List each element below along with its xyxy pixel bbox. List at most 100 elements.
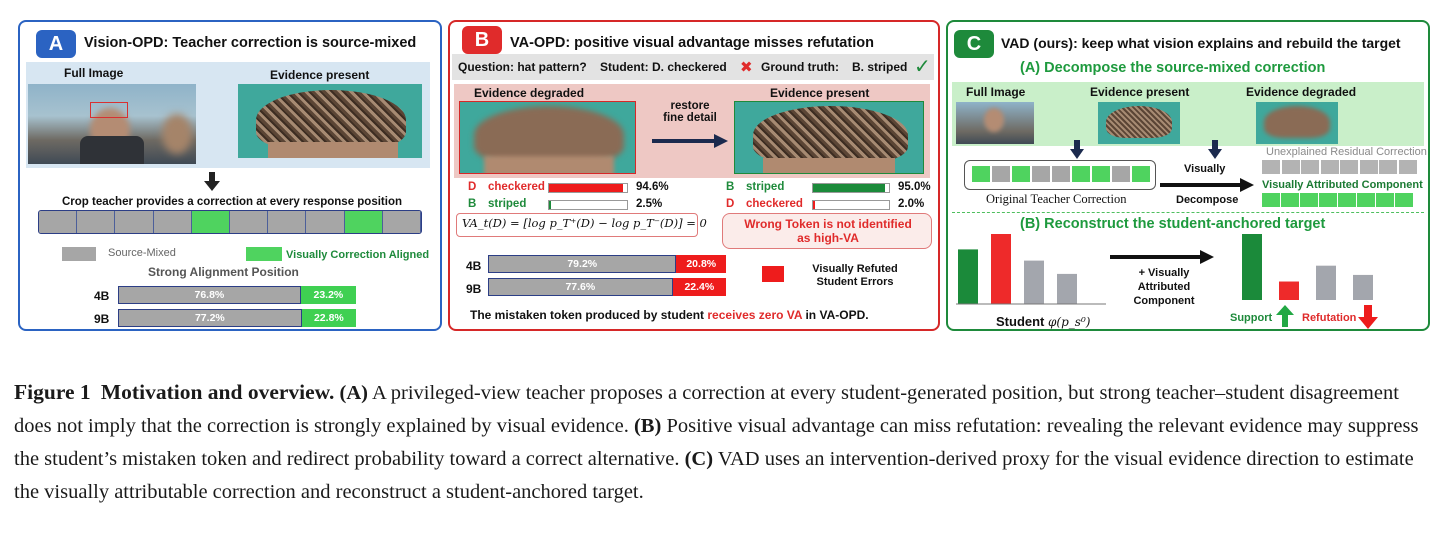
row-4b-label: 4B [94, 289, 110, 303]
footer-pre: The mistaken token produced by student [470, 308, 705, 322]
restore-detail-text: restore fine detail [663, 100, 717, 124]
c-degraded-photo [1256, 102, 1338, 144]
row-4b-label-b: 4B [466, 259, 482, 273]
support-label: Support [1230, 312, 1273, 324]
c-evidence-present-label: Evidence present [1090, 85, 1190, 99]
student-bar-chart [956, 234, 1106, 305]
cross-icon: ✖ [740, 59, 753, 76]
wrong-token-box [722, 213, 932, 249]
plus-visual-text: + Visually Attributed Component [1133, 267, 1195, 307]
ground-truth-label: Ground truth: [761, 60, 839, 74]
crop-teacher-text: Crop teacher provides a correction at ev… [62, 196, 402, 208]
bar-row-4b: 76.8%23.2% [118, 286, 356, 304]
residual-cell [1398, 160, 1417, 174]
panel-c [946, 20, 1430, 331]
residual-cell [1359, 160, 1378, 174]
attributed-cell [1281, 193, 1299, 207]
orig-cell-green [972, 166, 990, 182]
prob-bar-fill [813, 201, 815, 209]
target-bar-chart [1242, 234, 1373, 300]
bar-red [1279, 281, 1299, 300]
residual-cell [1320, 160, 1339, 174]
sub-a-heading: (A) Decompose the source-mixed correctio… [1020, 60, 1326, 76]
prob-name: striped [488, 198, 527, 210]
panel-b-title: VA-OPD: positive visual advantage misses… [510, 35, 874, 51]
c-down-arrow-2-icon [1208, 140, 1222, 165]
bar-gray [1316, 265, 1336, 300]
prob-bar [548, 183, 628, 193]
a-4b-gray-segment: 76.8% [118, 286, 301, 304]
right-arrow-icon [652, 134, 728, 153]
down-arrow-icon [204, 172, 220, 197]
a-9b-accent-segment: 22.8% [301, 309, 356, 327]
wrong-token-text: Wrong Token is not identified as high-VA [744, 217, 912, 245]
panel-a [18, 20, 442, 331]
caption-b: (B) [633, 415, 662, 437]
attributed-cell [1357, 193, 1375, 207]
prob-bar-fill [813, 184, 886, 192]
row-9b-label-b: 9B [466, 282, 482, 296]
evidence-degraded-label: Evidence degraded [474, 86, 585, 100]
panel-a-evidence-label: Evidence present [270, 68, 370, 82]
a-4b-accent-segment: 23.2% [300, 286, 356, 304]
visually-text: Visually [1184, 163, 1226, 175]
strip-cell [39, 211, 78, 233]
caption-c-text: VAD uses an intervention-derived proxy f… [14, 448, 1414, 503]
prob-bar [812, 183, 890, 193]
prob-option: B [726, 181, 735, 193]
attributed-cells [1262, 193, 1414, 207]
sub-b-heading: (B) Reconstruct the student-anchored tar… [1020, 216, 1326, 232]
panel-a-full-image-label: Full Image [64, 66, 124, 80]
prob-bar [812, 200, 890, 210]
orig-cell-gray [1032, 166, 1050, 182]
bar-gray [1057, 273, 1077, 304]
prob-name: striped [746, 181, 785, 193]
formula-text: VA_t(D) = [log p_T⁺(D) − log p_T⁻(D)] = … [462, 216, 707, 230]
student-text: Student [996, 314, 1045, 329]
panel-a-badge: A [36, 30, 76, 58]
dashed-divider [952, 212, 1424, 213]
question-text: Question: hat pattern? [458, 60, 587, 74]
strip-cell [268, 211, 307, 233]
orig-correction-label: Original Teacher Correction [986, 192, 1127, 206]
c-full-image-label: Full Image [966, 85, 1026, 99]
strip-cell [77, 211, 116, 233]
residual-cell [1281, 160, 1300, 174]
student-math: φ(p_s⁰) [1048, 315, 1091, 329]
c-evidence-degraded-label: Evidence degraded [1246, 85, 1357, 99]
prob-name: checkered [488, 181, 545, 193]
panel-c-badge: C [954, 30, 994, 58]
attributed-cell [1338, 193, 1356, 207]
legend-gray-label: Source-Mixed [108, 247, 176, 259]
strip-cell [306, 211, 345, 233]
attributed-cell [1319, 193, 1337, 207]
b-9b-gray-segment: 77.6% [488, 278, 673, 296]
orig-cell-green [1092, 166, 1110, 182]
panel-a-title: Vision-OPD: Teacher correction is source… [84, 35, 417, 51]
prob-name: checkered [746, 198, 803, 210]
strip-cell-green [344, 211, 383, 233]
orig-cell-green [1132, 166, 1150, 182]
c-present-photo [1098, 102, 1180, 144]
row-9b-label: 9B [94, 312, 110, 326]
prob-pct: 94.6% [636, 181, 669, 193]
strip-cell [230, 211, 269, 233]
panel-b-badge: B [462, 26, 502, 54]
residual-label: Unexplained Residual Correction [1266, 146, 1427, 158]
attributed-cell [1262, 193, 1280, 207]
bar-gray [1353, 274, 1373, 300]
caption-a: (A) [339, 382, 368, 404]
attributed-cell [1376, 193, 1394, 207]
residual-cells [1262, 160, 1418, 174]
orig-cell-green [1012, 166, 1030, 182]
orig-correction-cells [972, 166, 1150, 182]
bar-gray [1024, 260, 1044, 304]
orig-cell-gray [1112, 166, 1130, 182]
caption-a-text: A privileged-view teacher proposes a cor… [14, 382, 1399, 437]
strip-cell [153, 211, 192, 233]
attributed-cell [1395, 193, 1413, 207]
strip-cell [382, 211, 421, 233]
panel-c-title: VAD (ours): keep what vision explains an… [1001, 35, 1401, 51]
